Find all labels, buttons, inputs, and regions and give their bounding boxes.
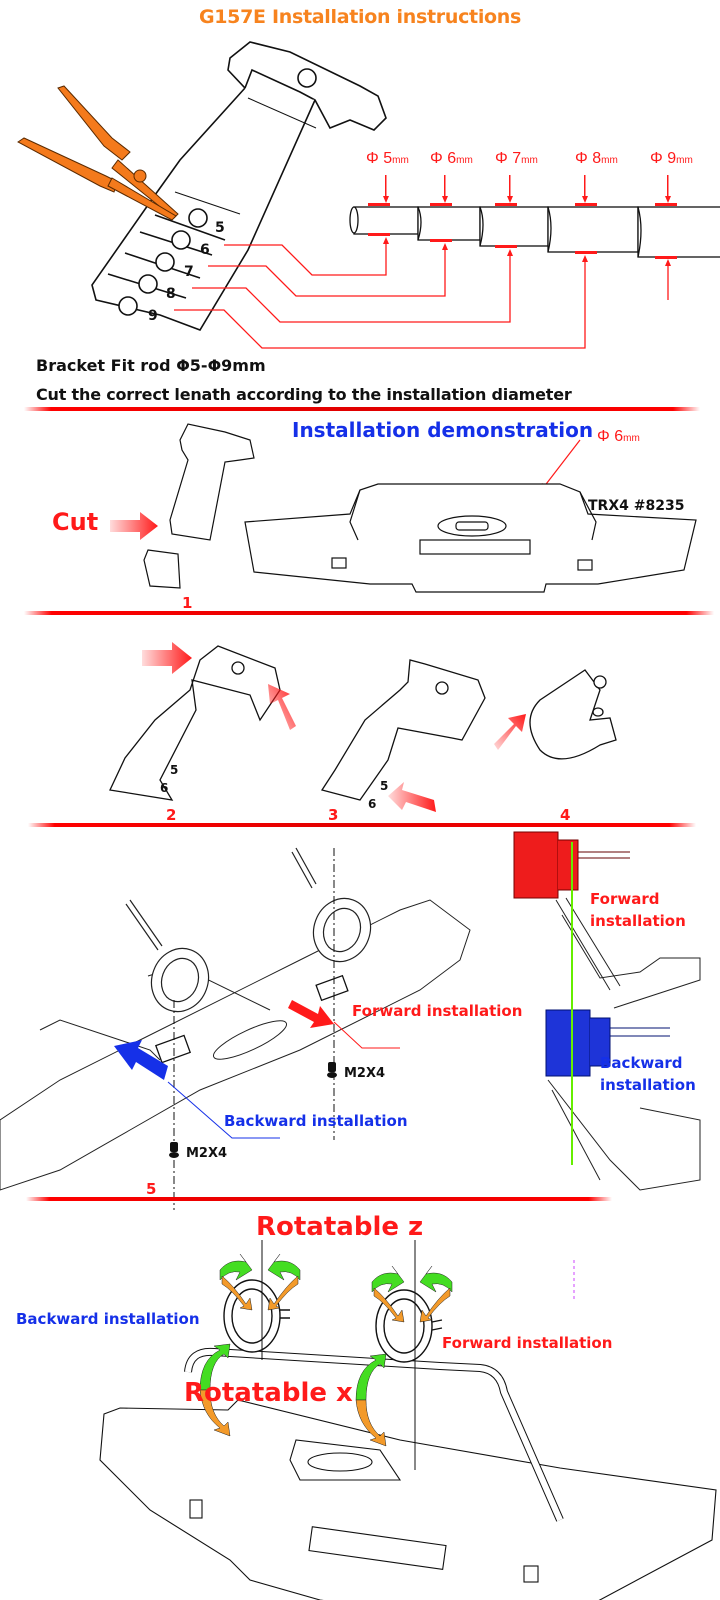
rotatable-x-label: Rotatable x — [184, 1378, 353, 1408]
step3-number-6: 6 — [368, 797, 376, 811]
demo-drawing — [110, 423, 697, 593]
diameter-label-7: Φ 7mm — [495, 150, 538, 167]
cut-label: Cut — [52, 508, 99, 536]
side-forward-line1: Forward — [590, 890, 660, 908]
bracket-number-8: 8 — [166, 286, 176, 302]
step2-number-6: 6 — [160, 781, 168, 795]
demo-heading: Installation demonstration — [292, 418, 594, 442]
stepped-rod — [349, 206, 720, 258]
backward-arrow-icon — [114, 1040, 168, 1080]
section-divider-4 — [26, 1197, 612, 1201]
step4-clamp-icon — [529, 669, 617, 760]
cut-instruction-text: Cut the correct lenath according to the … — [36, 385, 572, 404]
leader-lines — [174, 240, 669, 349]
arrow-icon — [494, 714, 526, 750]
section-divider-1 — [24, 407, 700, 411]
rotation-forward-label: Forward installation — [442, 1334, 613, 1352]
diameter-label-6: Φ 6mm — [430, 150, 473, 167]
side-forward-label: Forward installation — [590, 888, 686, 932]
side-backward-label: Backward installation — [600, 1052, 696, 1096]
dimension-arrows — [368, 175, 677, 266]
rotate-x-arrows-icon — [199, 1343, 387, 1447]
forward-installation-label: Forward installation — [352, 1002, 523, 1020]
page-title: G157E Installation instructions — [198, 6, 522, 28]
arrow-icon — [388, 782, 436, 812]
diameter-label-9: Φ 9mm — [650, 150, 693, 167]
rotate-z-arrows-icon — [219, 1253, 453, 1323]
side-backward-line2: installation — [600, 1076, 696, 1094]
step-label-2: 2 — [166, 806, 177, 824]
diameter-label-8: Φ 8mm — [575, 150, 618, 167]
bumper-front-icon — [99, 1347, 717, 1600]
bracket-fit-text: Bracket Fit rod Φ5-Φ9mm — [36, 356, 266, 375]
step-label-4: 4 — [560, 806, 571, 824]
screw-label-backward: M2X4 — [186, 1146, 228, 1161]
rotation-drawing — [99, 1240, 717, 1600]
section-divider-2 — [24, 611, 714, 615]
step-label-1: 1 — [182, 594, 193, 612]
step2-number-5: 5 — [170, 763, 178, 777]
bracket-number-7: 7 — [184, 264, 194, 280]
forward-arrow-icon — [288, 1000, 334, 1028]
diameter-label-5: Φ 5mm — [366, 150, 409, 167]
step-label-5: 5 — [146, 1180, 157, 1198]
bracket-number-9: 9 — [148, 308, 158, 324]
demo-rod-diameter: Φ 6mm — [597, 428, 640, 445]
step2-bracket-icon — [109, 645, 281, 801]
arrow-icon — [268, 684, 296, 730]
screw-label-forward: M2X4 — [344, 1066, 386, 1081]
step3-bracket-icon — [320, 659, 486, 801]
mounting-drawing — [0, 831, 701, 1210]
backward-installation-label: Backward installation — [224, 1112, 408, 1130]
pliers-icon — [17, 85, 179, 221]
cut-arrow-icon — [110, 512, 158, 540]
rotatable-z-label: Rotatable z — [256, 1212, 424, 1242]
bracket-number-5: 5 — [215, 220, 225, 236]
side-view-diagram — [513, 831, 701, 1191]
step3-number-5: 5 — [380, 779, 388, 793]
side-backward-line1: Backward — [600, 1054, 683, 1072]
step-label-3: 3 — [328, 806, 339, 824]
arrow-icon — [142, 642, 192, 674]
screw-icon — [169, 1062, 337, 1158]
cut-bracket-icon — [143, 423, 255, 589]
model-label: TRX4 #8235 — [588, 498, 685, 514]
bracket-number-6: 6 — [200, 242, 210, 258]
backward-light-icon — [545, 1009, 591, 1077]
light-pod-icon — [125, 847, 372, 1013]
bend-steps-drawing: 5 6 5 6 — [109, 642, 617, 812]
mount-clamp-icon — [154, 974, 349, 1064]
bracket-icon — [91, 41, 387, 331]
light-pod-icon — [223, 1279, 443, 1363]
bumper-icon — [244, 483, 697, 593]
section-divider-3 — [28, 823, 696, 827]
forward-light-icon — [513, 831, 559, 899]
sizing-diagram: 5 6 7 8 9 — [0, 30, 720, 350]
rotation-backward-label: Backward installation — [16, 1310, 200, 1328]
side-forward-line2: installation — [590, 912, 686, 930]
bracket-and-rod-drawing: 5 6 7 8 9 — [17, 41, 720, 349]
